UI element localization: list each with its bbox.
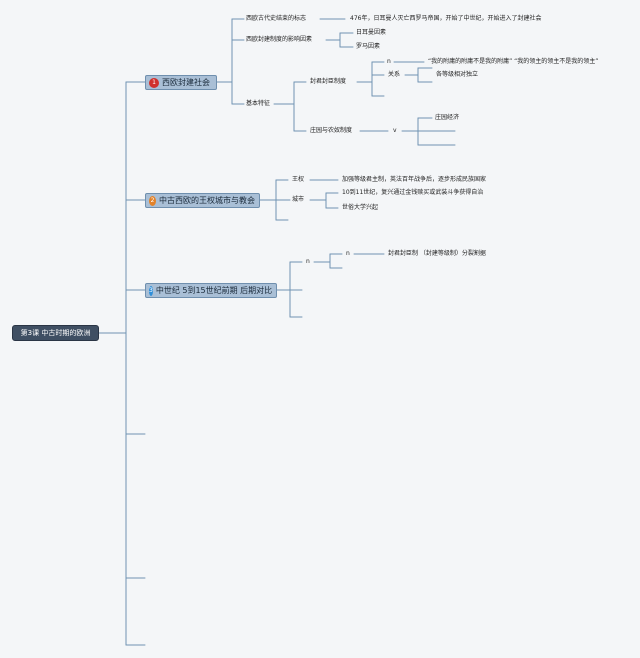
branch-western-feudal-society[interactable]: 1 西欧封建社会 [145, 75, 217, 90]
node-city[interactable]: 城市 [292, 196, 305, 203]
node-relation[interactable]: 关系 [388, 71, 401, 78]
number-badge-2: 2 [149, 195, 156, 206]
branch-title: 西欧封建社会 [162, 78, 210, 87]
node-basic-features[interactable]: 基本特征 [246, 100, 271, 107]
branch-title: 中世纪 5到15世纪前期 后期对比 [155, 286, 273, 295]
node-fief-division[interactable]: 封君封臣制 （封建等级制）分裂割据 [388, 250, 486, 257]
branch-title: 中古西欧的王权城市与教会 [159, 196, 255, 205]
node-manor-serf-system[interactable]: 庄园与农奴制度 [310, 127, 353, 134]
node-476-text[interactable]: 476年，日耳曼人灭亡西罗马帝国，开始了中世纪，开始进入了封建社会 [350, 15, 542, 22]
node-marker-v[interactable]: v [393, 127, 397, 134]
node-end-of-ancient-history[interactable]: 西欧古代史结束的标志 [246, 15, 307, 22]
node-influence-factors[interactable]: 西欧封建制度的影响因素 [246, 36, 313, 43]
node-kingship[interactable]: 王权 [292, 176, 305, 183]
node-manor-economy[interactable]: 庄园经济 [435, 114, 460, 121]
number-badge-1: 1 [149, 77, 159, 88]
node-germanic-factor[interactable]: 日耳曼因素 [356, 29, 387, 36]
node-marker-n-1[interactable]: n [306, 258, 310, 265]
node-fief-system[interactable]: 封君封臣制度 [310, 78, 347, 85]
node-vassal-quote[interactable]: “我的附庸的附庸不是我的附庸” “我的领主的领主不是我的领主” [428, 58, 599, 65]
root-node[interactable]: 第3课 中古时期的欧洲 [12, 325, 99, 341]
node-secular-university[interactable]: 世俗大学兴起 [342, 204, 379, 211]
node-relation-text[interactable]: 各等级相对独立 [436, 71, 479, 78]
node-roman-factor[interactable]: 罗马因素 [356, 43, 381, 50]
node-kingship-text[interactable]: 加强等级君主制，英法百年战争后，逐步形成民族国家 [342, 176, 487, 183]
node-city-autonomy[interactable]: 10到11世纪，复兴通过金钱赎买或武装斗争获得自治 [342, 189, 484, 196]
branch-kingship-city-church[interactable]: 2 中古西欧的王权城市与教会 [145, 193, 260, 208]
number-badge-3: 3 [149, 285, 153, 296]
node-marker-n-2[interactable]: n [346, 250, 350, 257]
branch-medieval-comparison[interactable]: 3 中世纪 5到15世纪前期 后期对比 [145, 283, 277, 298]
node-marker-n[interactable]: n [387, 58, 391, 65]
